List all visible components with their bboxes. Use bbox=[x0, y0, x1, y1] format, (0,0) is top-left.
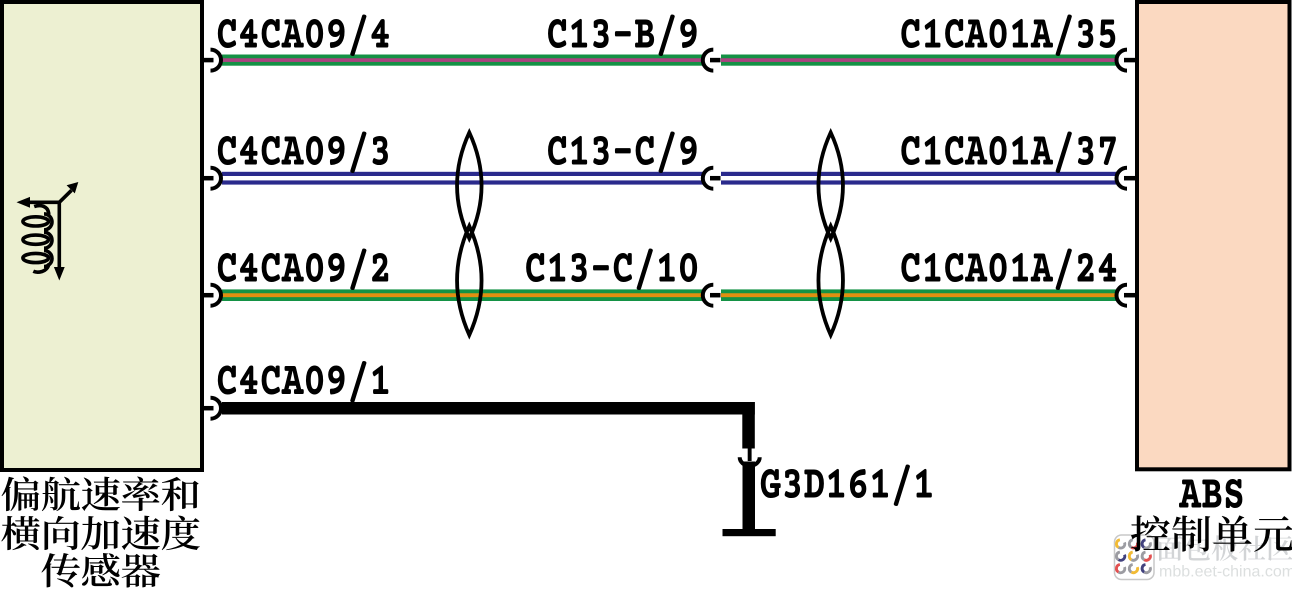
svg-text:mbb.eet-china.com: mbb.eet-china.com bbox=[1159, 564, 1292, 581]
